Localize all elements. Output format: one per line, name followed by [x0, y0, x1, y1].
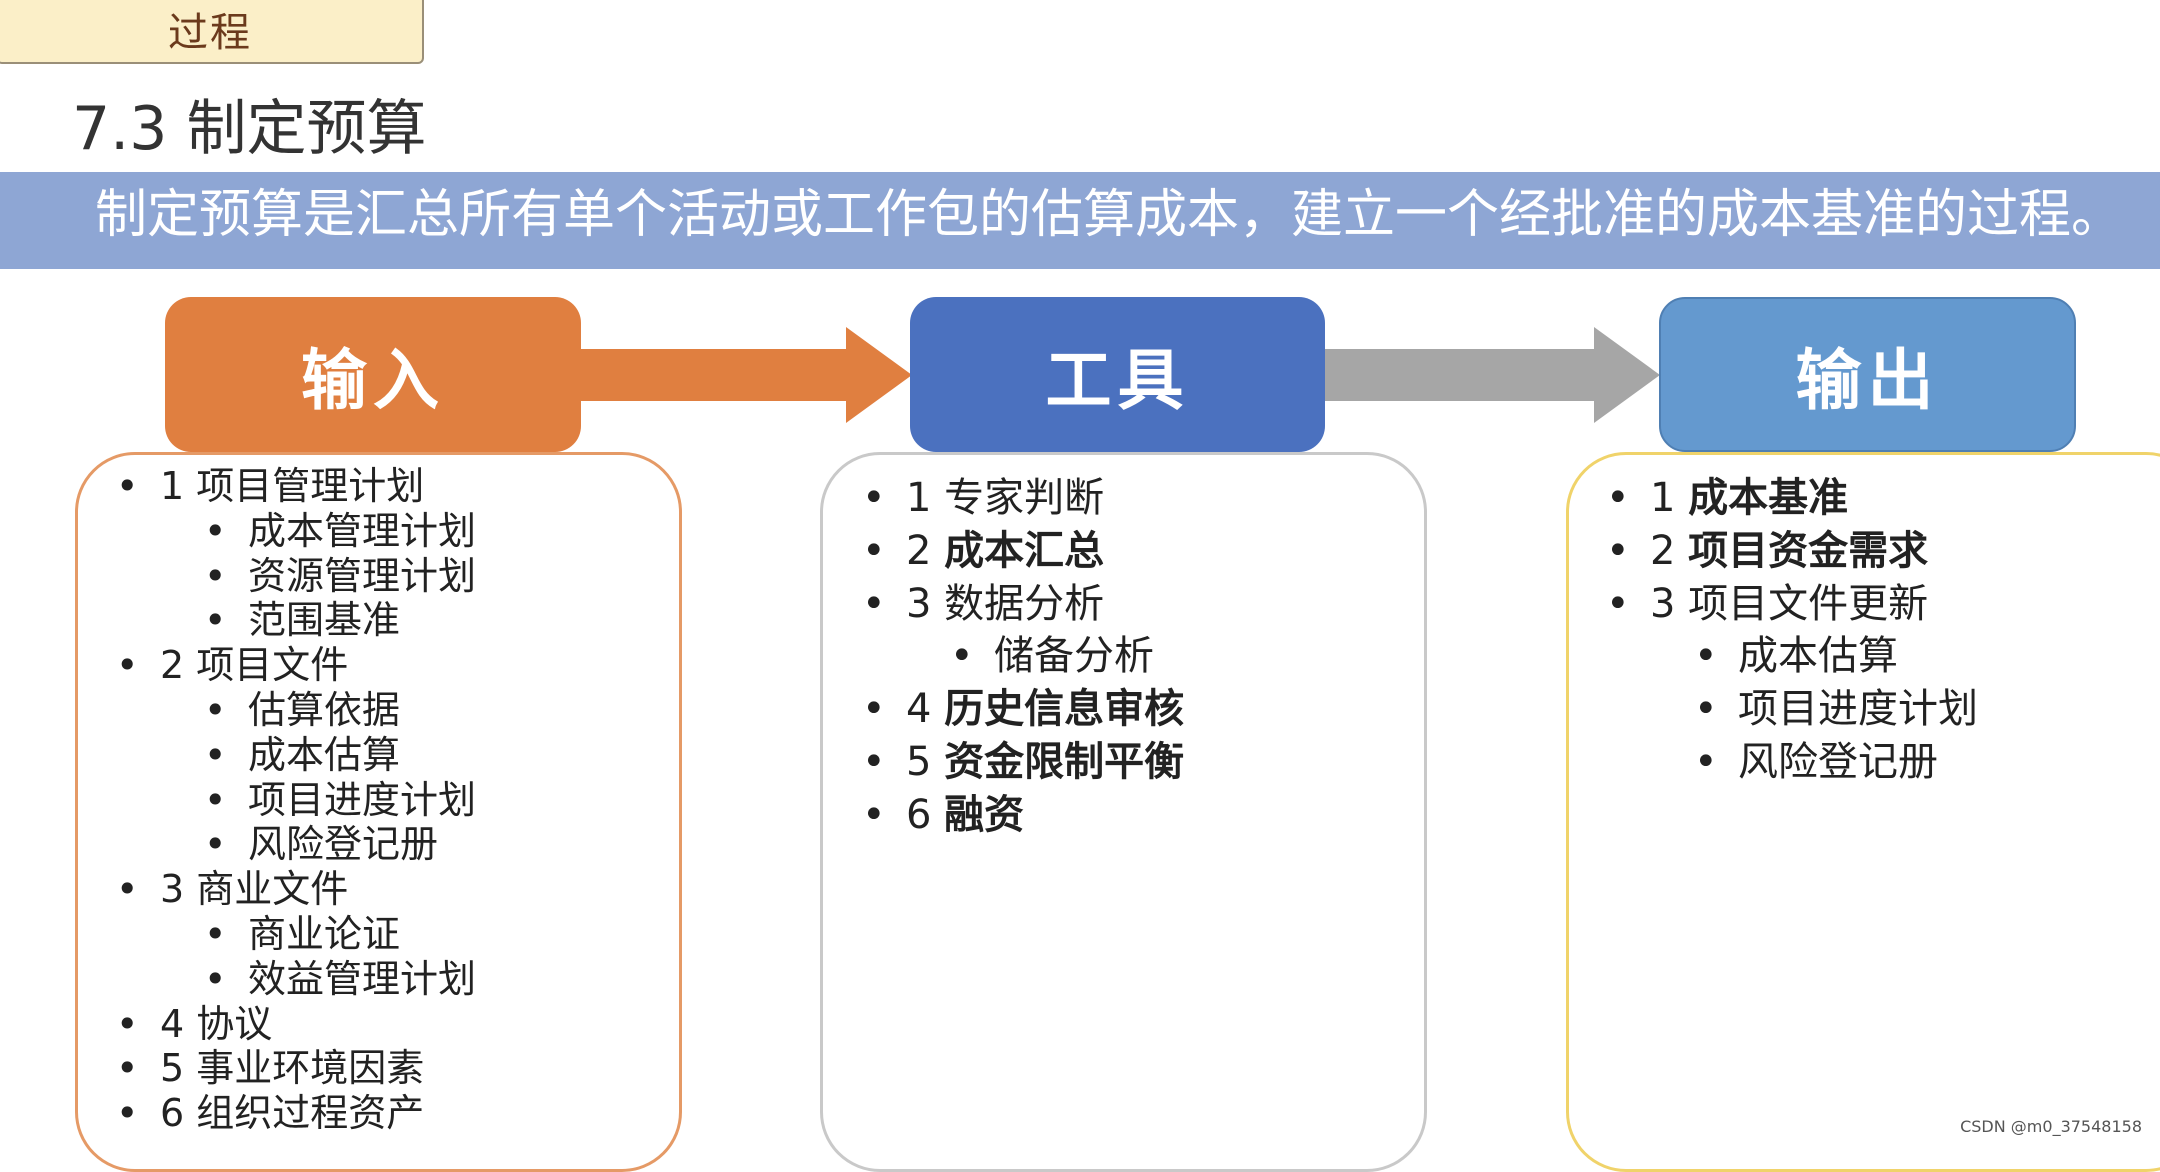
output-item: 2 项目资金需求	[1606, 525, 1978, 578]
process-tab-label: 过程	[168, 10, 252, 56]
arrow-input-to-tool	[578, 327, 912, 423]
tool-item-text: 储备分析	[994, 633, 1154, 680]
tool-item-text: 资金限制平衡	[944, 738, 1185, 785]
output-subitem: 风险登记册	[1694, 736, 1978, 789]
output-item-text: 成本基准	[1688, 475, 1849, 521]
input-item: 3 商业文件	[116, 867, 476, 912]
input-subitem: 范围基准	[204, 598, 476, 643]
input-header: 输入	[165, 297, 581, 452]
output-subitem: 项目进度计划	[1694, 683, 1978, 736]
input-subitem: 项目进度计划	[204, 778, 476, 823]
definition-banner	[0, 172, 2160, 269]
output-subitem: 成本估算	[1694, 630, 1978, 683]
page-title: 7.3 制定预算	[72, 94, 427, 164]
tool-item-text: 历史信息审核	[944, 686, 1185, 733]
input-subitem: 成本管理计划	[204, 509, 476, 554]
input-subitem: 估算依据	[204, 688, 476, 733]
output-item-text: 风险登记册	[1738, 738, 1938, 785]
input-item: 1 项目管理计划	[116, 464, 476, 509]
output-header-label: 输出	[1795, 341, 1940, 419]
tool-item: 3 数据分析	[862, 578, 1184, 631]
tool-item-num: 3	[906, 580, 932, 627]
tool-item: 6 融资	[862, 789, 1184, 842]
output-item-text: 项目进度计划	[1738, 686, 1978, 733]
tool-header: 工具	[910, 297, 1325, 452]
tool-item-text: 融资	[944, 791, 1025, 838]
input-item: 5 事业环境因素	[116, 1046, 476, 1091]
tool-item-num: 2	[906, 527, 932, 574]
input-subitem: 资源管理计划	[204, 554, 476, 599]
tool-item-text: 专家判断	[944, 475, 1105, 521]
tool-item: 4 历史信息审核	[862, 683, 1185, 736]
watermark: CSDN @m0_37548158	[1960, 1117, 2142, 1136]
output-item-num: 2	[1650, 527, 1676, 574]
output-item-text: 项目文件更新	[1688, 580, 1929, 627]
arrow-input-to-tool-shape	[578, 327, 912, 423]
output-header: 输出	[1659, 297, 2076, 452]
tool-item-num: 5	[906, 738, 932, 785]
tool-item: 5 资金限制平衡	[862, 736, 1185, 789]
tool-item-num: 1	[906, 475, 932, 521]
tool-item-text: 数据分析	[944, 580, 1105, 627]
input-item: 2 项目文件	[116, 643, 476, 688]
tool-list: 1 专家判断 2 成本汇总 3 数据分析 储备分析 4 历史信息审核 5 资金限…	[862, 472, 1185, 842]
arrow-tool-to-output-shape	[1322, 327, 1660, 423]
tool-item: 2 成本汇总	[862, 525, 1184, 578]
definition-text: 制定预算是汇总所有单个活动或工作包的估算成本，建立一个经批准的成本基准的过程。	[95, 185, 2124, 245]
tool-item-text: 成本汇总	[944, 527, 1105, 574]
output-item-num: 1	[1650, 475, 1676, 521]
output-item-num: 3	[1650, 580, 1676, 627]
output-item-text: 成本估算	[1738, 633, 1898, 680]
tool-item: 1 专家判断	[862, 472, 1184, 525]
input-subitem: 成本估算	[204, 733, 476, 778]
input-header-label: 输入	[301, 341, 445, 419]
tool-header-label: 工具	[1045, 341, 1190, 419]
output-item: 1 成本基准	[1606, 472, 1978, 525]
tool-item-num: 6	[906, 791, 932, 838]
input-item: 4 协议	[116, 1002, 476, 1047]
output-list: 1 成本基准 2 项目资金需求 3 项目文件更新 成本估算 项目进度计划 风险登…	[1606, 472, 1978, 789]
input-subitem: 商业论证	[204, 912, 476, 957]
tool-item-num: 4	[906, 686, 932, 733]
input-item: 6 组织过程资产	[116, 1091, 476, 1136]
output-item: 3 项目文件更新	[1606, 578, 1978, 631]
input-subitem: 风险登记册	[204, 822, 476, 867]
arrow-tool-to-output	[1322, 327, 1660, 423]
input-subitem: 效益管理计划	[204, 957, 476, 1002]
output-item-text: 项目资金需求	[1688, 527, 1929, 574]
input-list: 1 项目管理计划 成本管理计划 资源管理计划 范围基准 2 项目文件 估算依据 …	[116, 464, 476, 1136]
tool-subitem: 储备分析	[950, 630, 1184, 683]
process-tab[interactable]: 过程	[0, 0, 424, 64]
